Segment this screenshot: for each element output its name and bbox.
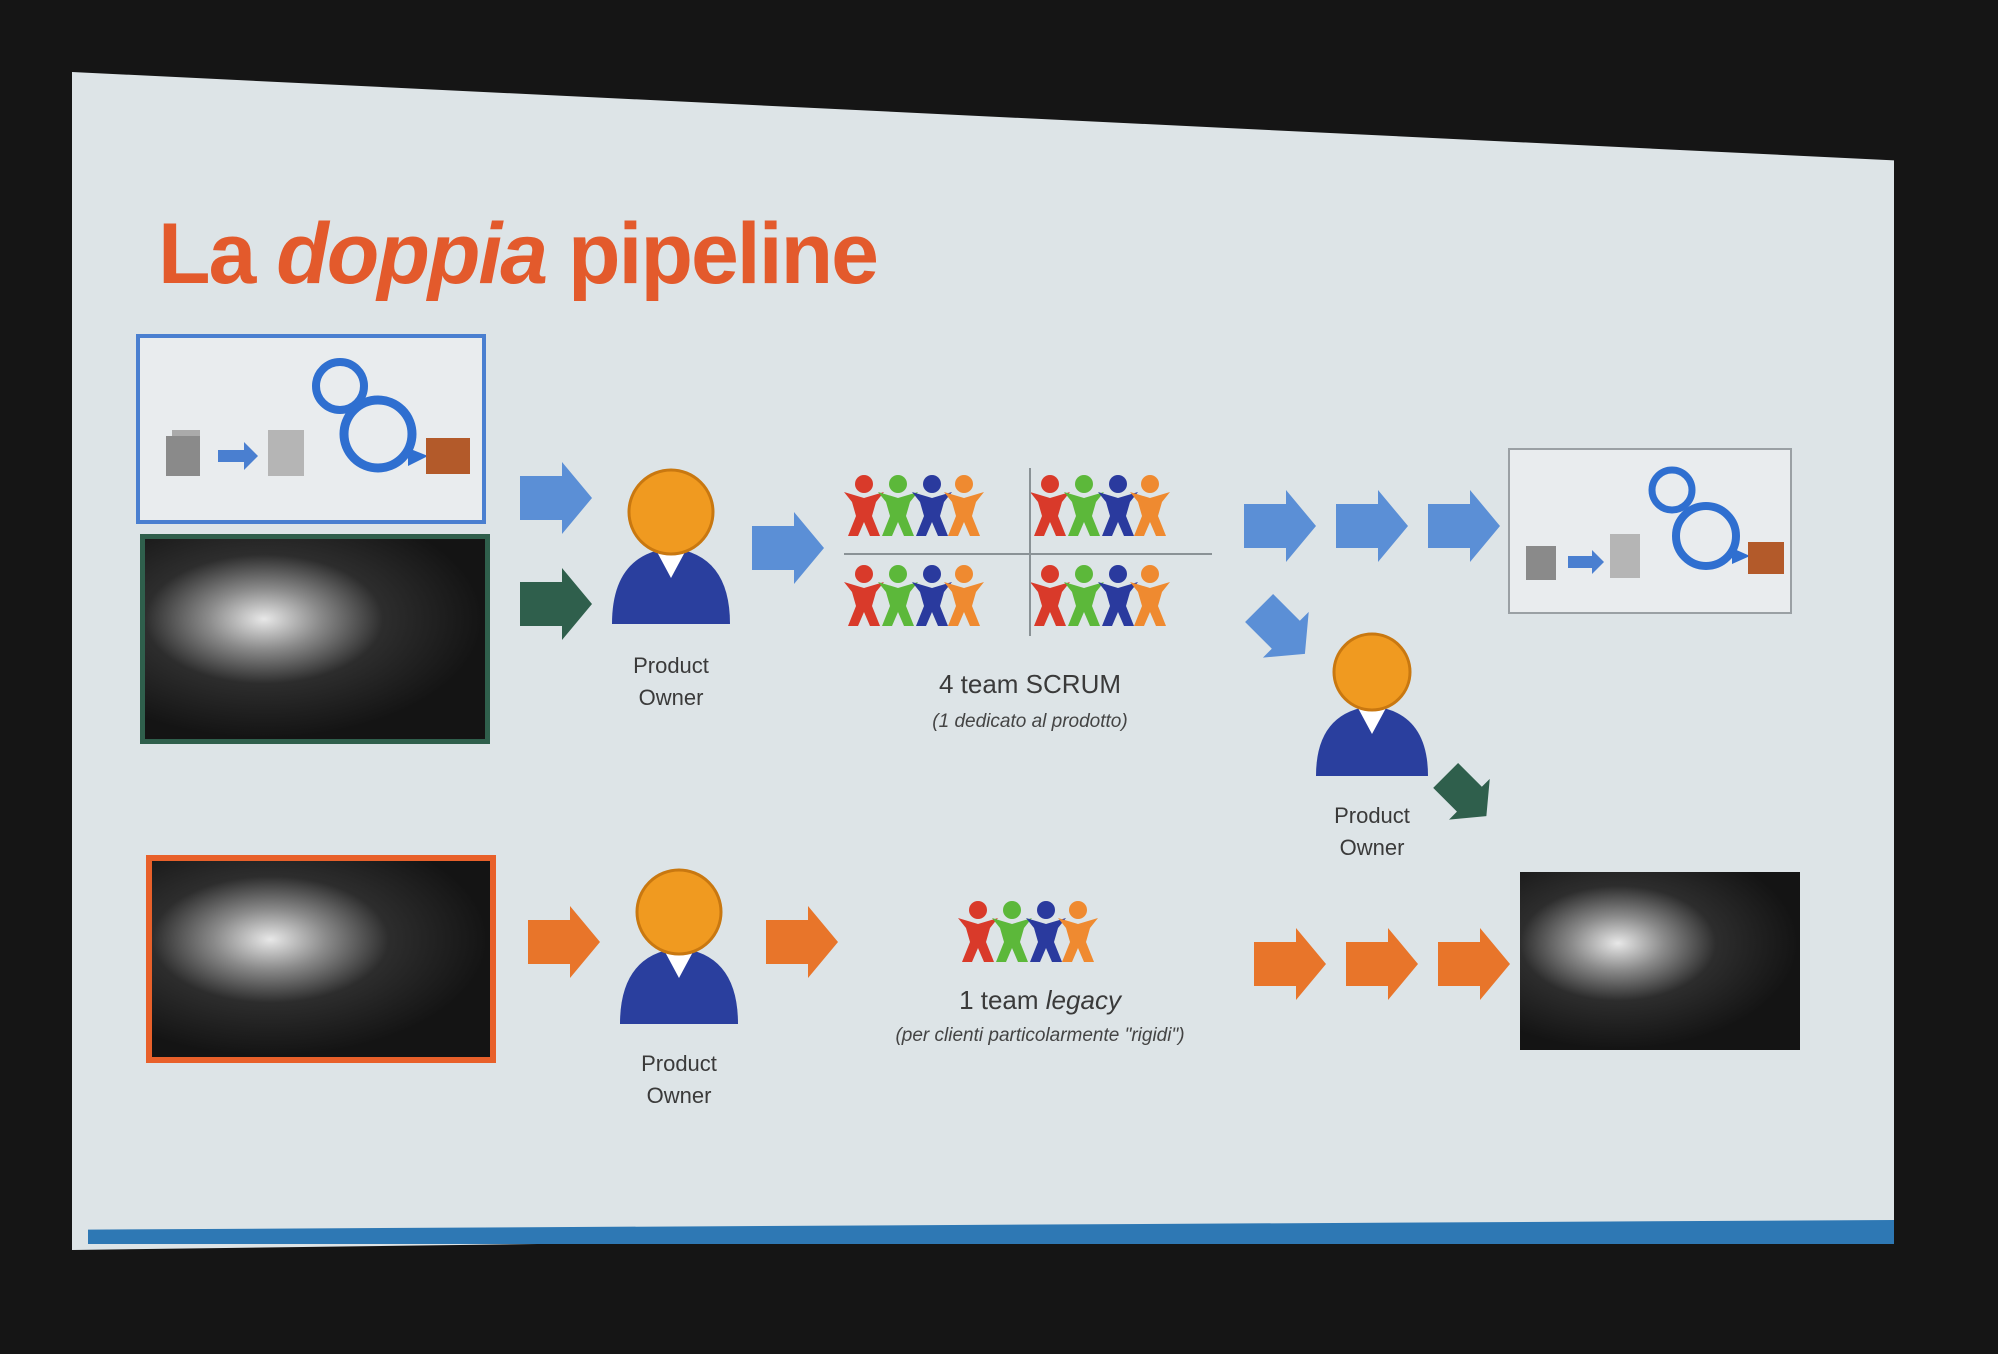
person-icon (1316, 632, 1428, 776)
person-icon (620, 868, 738, 1024)
arrow-icon (1254, 928, 1326, 1000)
people-group-icon (844, 475, 984, 536)
product-owner-label: Product Owner (641, 1051, 717, 1108)
product-owner-label: Product Owner (633, 653, 709, 710)
arrow-icon (528, 906, 600, 978)
people-group-icon (1030, 565, 1170, 626)
legacy-label: 1 team legacy (959, 985, 1121, 1015)
arrow-icon (520, 568, 592, 640)
arrow-icon (1244, 490, 1316, 562)
slide-title: La doppia pipeline (158, 206, 879, 302)
scrum-label: 4 team SCRUM (938, 669, 1122, 699)
arrow-icon (766, 906, 838, 978)
waterfall-photo-output (1520, 872, 1800, 1050)
arrow-icon (520, 462, 592, 534)
people-group-icon (1030, 475, 1170, 536)
process-diagram-icon (166, 358, 470, 476)
scrum-sublabel: (1 dedicato al prodotto) (932, 711, 1128, 732)
legacy-sublabel: (per clienti particolarmente "rigidi") (895, 1025, 1185, 1046)
arrow-icon (1346, 928, 1418, 1000)
product-owner-label: Product Owner (1334, 803, 1410, 860)
agile-process-diagram-input (136, 334, 486, 524)
legacy-team-group (950, 892, 1130, 982)
scrum-teams-grid (844, 468, 1212, 636)
arrow-icon (1428, 490, 1500, 562)
arrow-icon (1336, 490, 1408, 562)
waterfall-photo-orange (146, 855, 496, 1063)
waterfall-photo-green (140, 534, 490, 744)
process-diagram-output-icon (1526, 466, 1784, 580)
people-group-icon (958, 901, 1098, 962)
people-group-icon (844, 565, 984, 626)
agile-process-diagram-output (1508, 448, 1792, 614)
arrow-icon (1438, 928, 1510, 1000)
arrow-icon (752, 512, 824, 584)
person-icon (612, 468, 730, 624)
arrow-icon (1425, 755, 1507, 837)
